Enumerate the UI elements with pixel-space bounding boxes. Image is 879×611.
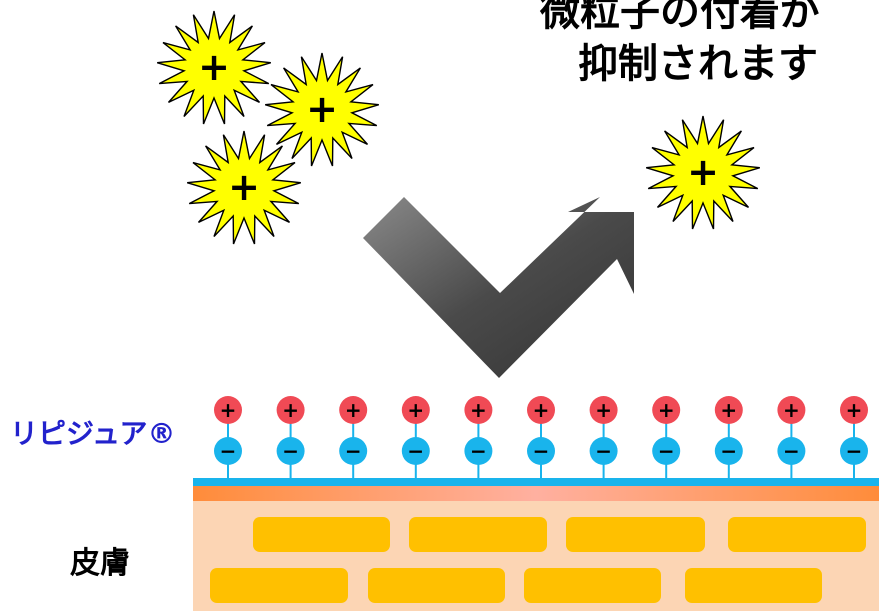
particle-charge-label: +	[228, 165, 260, 209]
zwitterion-icon: +−	[339, 396, 368, 478]
zwitterion-icon: +−	[464, 396, 493, 478]
lipidure-label: リピジュア®	[10, 417, 176, 450]
zwitterion-icon: +−	[589, 396, 618, 478]
headline-line-1: 微粒子の付着が	[540, 0, 820, 35]
positive-charge-label: +	[345, 398, 362, 422]
skin-cell	[524, 568, 661, 603]
zwitterion-icon: +−	[714, 396, 743, 478]
negative-charge-label: −	[658, 439, 675, 463]
headline-line-2: 抑制されます	[578, 41, 818, 87]
lipidure-film	[193, 478, 879, 486]
charged-particle-icon: +	[264, 52, 380, 167]
negative-charge-label: −	[345, 439, 362, 463]
zwitterion-icon: +−	[276, 396, 305, 478]
ion-group: +−+−+−+−+−+−+−+−+−+−+−	[214, 396, 868, 478]
skin-cell	[566, 517, 705, 552]
negative-charge-label: −	[595, 439, 612, 463]
skin-cell	[409, 517, 547, 552]
positive-charge-label: +	[407, 398, 424, 422]
negative-charge-label: −	[533, 439, 550, 463]
skin-surface	[193, 486, 879, 501]
skin-cell	[253, 517, 390, 552]
zwitterion-icon: +−	[214, 396, 242, 478]
positive-charge-label: +	[846, 398, 863, 422]
positive-charge-label: +	[595, 398, 612, 422]
zwitterion-icon: +−	[777, 396, 806, 478]
skin-cell	[210, 568, 348, 603]
negative-charge-label: −	[282, 439, 299, 463]
skin-cell	[368, 568, 505, 603]
charged-particle-icon: +	[186, 130, 302, 245]
particle-group: + + + +	[156, 10, 761, 245]
particle-charge-label: +	[306, 87, 338, 131]
skin-cells	[210, 517, 866, 603]
negative-charge-label: −	[720, 439, 737, 463]
particle-charge-label: +	[687, 150, 719, 194]
negative-charge-label: −	[220, 439, 237, 463]
negative-charge-label: −	[407, 439, 424, 463]
zwitterion-icon: +−	[840, 396, 868, 478]
skin-cell	[728, 517, 866, 552]
positive-charge-label: +	[282, 398, 299, 422]
positive-charge-label: +	[220, 398, 237, 422]
negative-charge-label: −	[846, 439, 863, 463]
negative-charge-label: −	[783, 439, 800, 463]
bounce-arrow-icon	[363, 197, 634, 378]
charged-particle-icon: +	[156, 10, 272, 125]
particle-charge-label: +	[198, 45, 230, 89]
positive-charge-label: +	[720, 398, 737, 422]
negative-charge-label: −	[470, 439, 487, 463]
skin-label: 皮膚	[70, 546, 130, 581]
positive-charge-label: +	[470, 398, 487, 422]
positive-charge-label: +	[783, 398, 800, 422]
skin-cell	[685, 568, 822, 603]
positive-charge-label: +	[533, 398, 550, 422]
zwitterion-icon: +−	[652, 396, 681, 478]
positive-charge-label: +	[658, 398, 675, 422]
charged-particle-icon: +	[645, 115, 761, 230]
skin-layer	[193, 478, 879, 611]
zwitterion-icon: +−	[401, 396, 430, 478]
zwitterion-icon: +−	[527, 396, 555, 478]
